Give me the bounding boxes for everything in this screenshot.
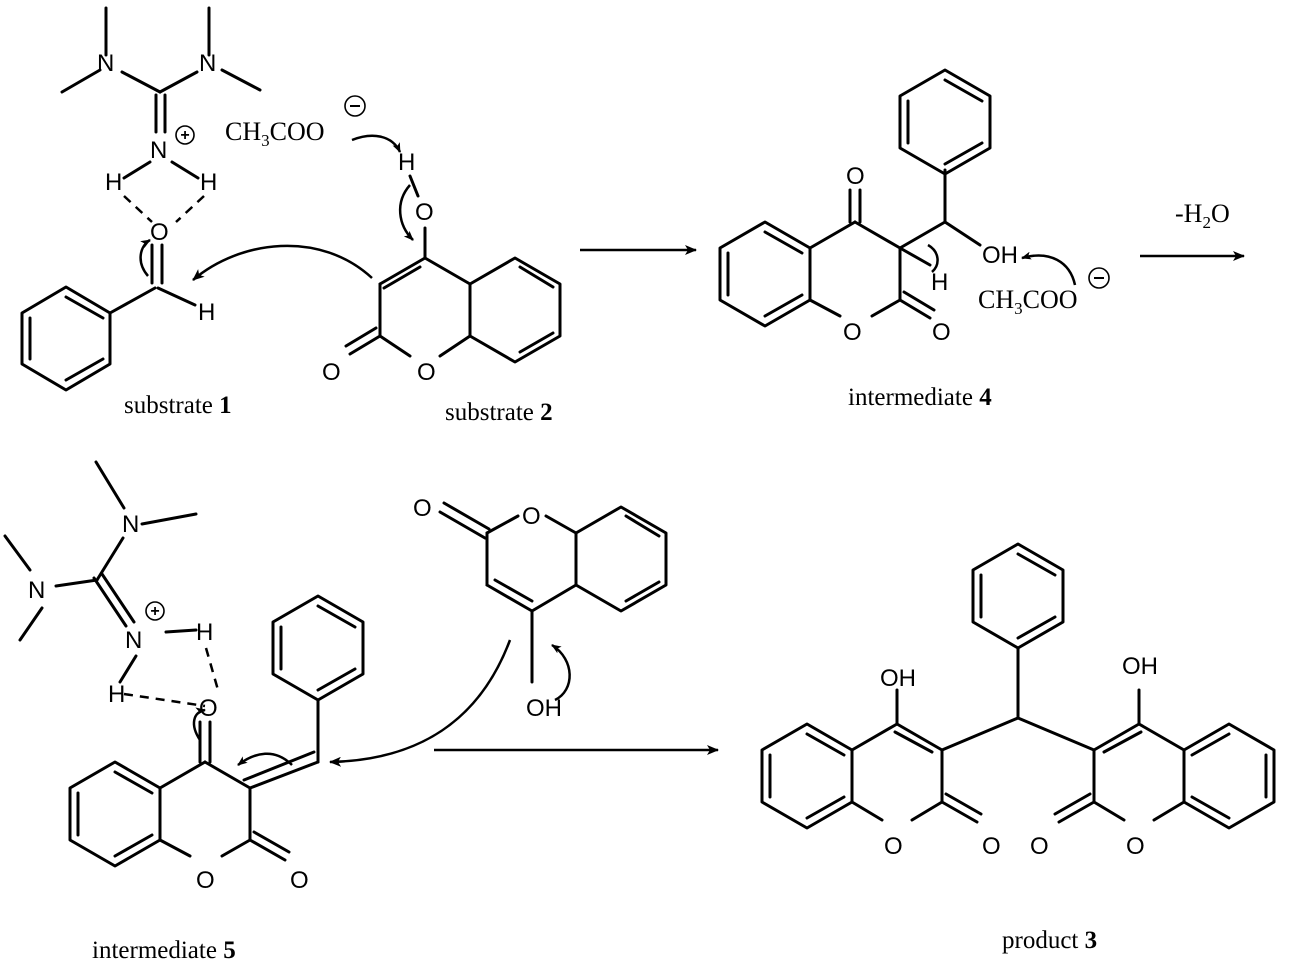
atom-o: O xyxy=(846,163,865,190)
atom-o: O xyxy=(1030,833,1049,860)
positive-charge-icon xyxy=(145,601,165,621)
atom-h: H xyxy=(398,149,415,176)
atom-o: O xyxy=(1126,833,1145,860)
atom-o: O xyxy=(417,359,436,386)
guanidinium-catalyst-bottom: N N N + H H xyxy=(3,460,220,708)
atom-n: N xyxy=(125,627,142,654)
hydroxyl-oh: OH xyxy=(982,242,1018,269)
hydroxyl-oh: OH xyxy=(880,665,916,692)
intermediate-4-structure: O O O H OH CH3COO xyxy=(718,68,1110,346)
positive-charge-icon xyxy=(175,125,195,145)
product-3-structure: OH O O OH O O xyxy=(760,542,1276,860)
atom-n: N xyxy=(28,577,45,604)
label-substrate-1: substrate 1 xyxy=(124,392,232,419)
substrate-2-hydroxycoumarin: H O O O xyxy=(192,149,562,386)
guanidinium-catalyst-top: N N N + H H xyxy=(60,6,262,223)
atom-o: O xyxy=(413,495,432,522)
atom-o: O xyxy=(884,833,903,860)
atom-h: H xyxy=(200,169,217,196)
intermediate-5-structure: O O O xyxy=(68,594,365,894)
plus-sign: + xyxy=(150,603,159,620)
atom-o: O xyxy=(322,359,341,386)
atom-n: N xyxy=(122,511,139,538)
second-hydroxycoumarin: O O OH xyxy=(329,495,668,767)
atom-n: N xyxy=(97,50,114,77)
substrate-1-benzaldehyde: O H xyxy=(20,219,215,392)
atom-o: O xyxy=(199,695,218,722)
atom-o: O xyxy=(415,199,434,226)
atom-o: O xyxy=(843,319,862,346)
label-substrate-2: substrate 2 xyxy=(445,399,553,426)
atom-o: O xyxy=(932,319,951,346)
atom-h: H xyxy=(108,681,125,708)
atom-n: N xyxy=(150,137,167,164)
water-loss-label: -H2O xyxy=(1175,199,1230,232)
acetate-anion-top: CH3COO xyxy=(225,95,402,153)
atom-o: O xyxy=(522,503,541,530)
label-intermediate-5: intermediate 5 xyxy=(92,937,236,964)
label-intermediate-4: intermediate 4 xyxy=(848,384,992,411)
plus-sign: + xyxy=(180,127,189,144)
atom-n: N xyxy=(199,50,216,77)
atom-o: O xyxy=(982,833,1001,860)
label-product-3: product 3 xyxy=(1002,927,1097,954)
acetate-formula: CH3COO xyxy=(225,117,325,150)
atom-h: H xyxy=(105,169,122,196)
atom-o: O xyxy=(290,867,309,894)
atom-h: H xyxy=(196,619,213,646)
hydroxyl-oh: OH xyxy=(1122,653,1158,680)
atom-h: H xyxy=(198,299,215,326)
atom-o: O xyxy=(196,867,215,894)
acetate-formula: CH3COO xyxy=(978,285,1078,318)
atom-h: H xyxy=(931,269,948,296)
atom-o: O xyxy=(150,219,169,246)
dehydration-step: -H2O xyxy=(1140,199,1245,261)
